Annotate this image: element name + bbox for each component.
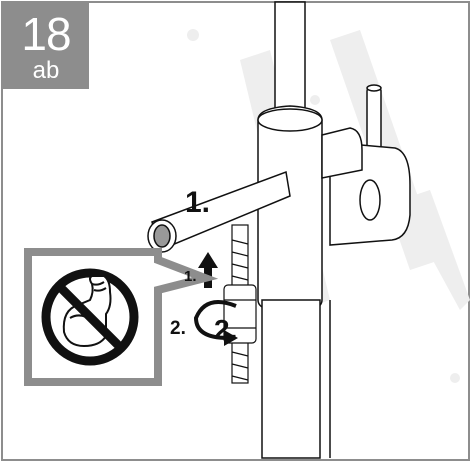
step2-right-label: 2. [214,314,238,345]
step1-label: 1. [185,186,211,219]
faucet-lever [321,84,411,246]
step-variant: ab [32,57,60,84]
step-number: 18 [21,8,71,60]
step2-left-label: 2. [170,318,186,339]
spray-hose [223,224,257,384]
faucet-spout [257,1,331,459]
rotate-arrow-icon [193,300,238,346]
step-badge: 18 ab [3,3,89,89]
step1-small-label: 1. [184,268,197,285]
no-force-prohibition-icon [41,268,139,366]
